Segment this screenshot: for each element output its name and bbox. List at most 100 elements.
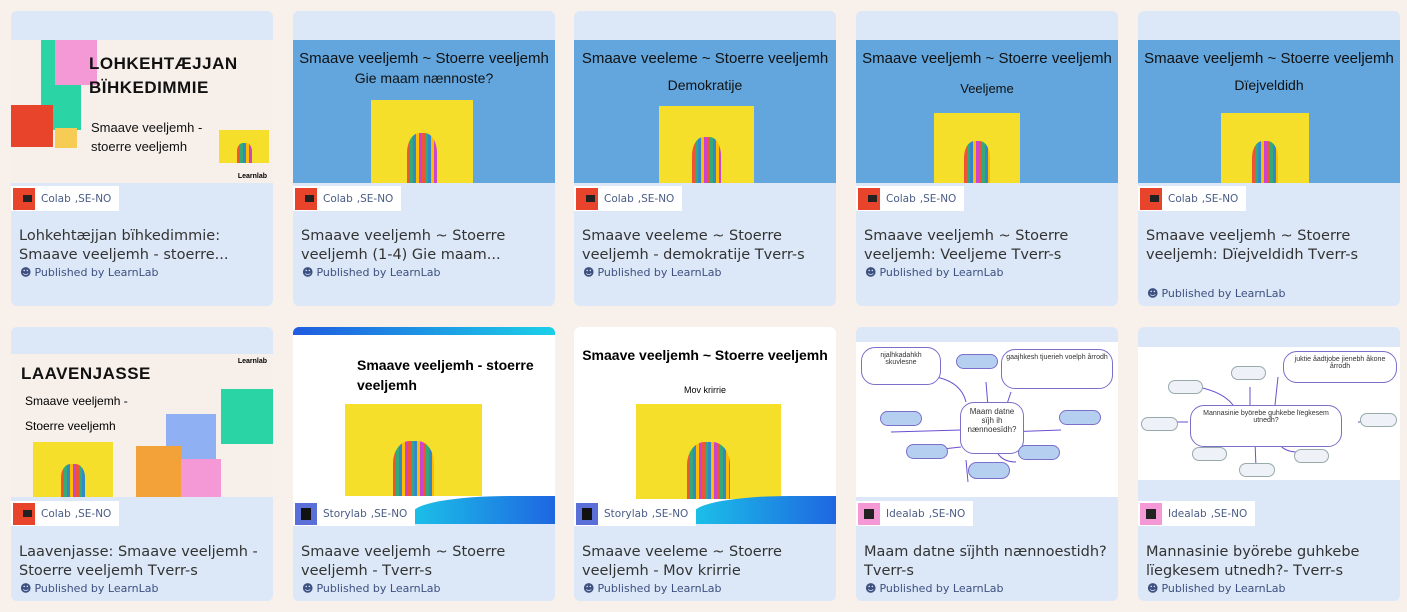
course-card[interactable]: Smaave veeljemh ~ Stoerre veeljemh Mov k… (574, 327, 836, 601)
thumb-heading: Smaave veeljemh ~ Stoerre veeljemh (862, 50, 1112, 67)
lab-badge: Colab,SE-NO (293, 186, 402, 211)
central-idea: Mannasinie byörebe guhkebe lïegkesem utn… (1190, 405, 1342, 447)
locale: ,SE-NO (928, 507, 966, 520)
publisher: Published by LearnLab (34, 582, 159, 595)
publisher: Published by LearnLab (879, 582, 1004, 595)
locale: ,SE-NO (1201, 192, 1239, 205)
course-card[interactable]: njalhkadahkh skuvlesne gaajhkesh tjuerie… (856, 327, 1118, 601)
lab-name: Storylab (323, 507, 367, 520)
published-by: ☻Published by LearnLab (583, 266, 722, 279)
lab-name: Colab (1168, 192, 1198, 205)
thumb-subtitle: Gie maam nænnoste? (354, 70, 494, 86)
central-idea: Maam datne sïjh ih nænnoesïdh? (960, 402, 1024, 454)
locale: ,SE-NO (370, 507, 408, 520)
published-by: ☻Published by LearnLab (20, 582, 159, 595)
card-title[interactable]: Maam datne sïjhth nænnoestidh? Tverr-s (864, 544, 1107, 579)
learnlab-logo: Learnlab (237, 173, 267, 180)
card-title[interactable]: Smaave veeljemh ~ Stoerre veeljemh: Dïej… (1146, 228, 1359, 263)
user-icon: ☻ (583, 266, 595, 279)
lab-name: Idealab (1168, 507, 1207, 520)
thumb-heading: Smaave veeljemh ~ Stoerre veeljemh (1144, 50, 1394, 67)
colab-icon (858, 187, 880, 210)
thumb-heading: Smaave veeljemh ~ Stoerre veeljemh (299, 50, 549, 67)
course-card[interactable]: juktie åadtjobe jienebh åkone årrodh Man… (1138, 327, 1400, 601)
locale: ,SE-NO (637, 192, 675, 205)
user-icon: ☻ (20, 582, 32, 595)
card-title[interactable]: Smaave veeljemh ~ Stoerre veeljemh - Tve… (301, 544, 506, 579)
card-thumbnail: Smaave veeljemh - stoerre veeljemh (293, 327, 555, 524)
published-by: ☻Published by LearnLab (865, 582, 1004, 595)
publisher: Published by LearnLab (316, 266, 441, 279)
published-by: ☻Published by LearnLab (865, 266, 1004, 279)
colab-icon (13, 187, 35, 210)
lab-badge: Colab,SE-NO (856, 186, 965, 211)
lab-badge: Colab,SE-NO (11, 186, 120, 211)
idealab-icon (1140, 502, 1162, 525)
user-icon: ☻ (865, 266, 877, 279)
idea-bubble: juktie åadtjobe jienebh åkone årrodh (1283, 351, 1397, 383)
lab-name: Idealab (886, 507, 925, 520)
course-card[interactable]: Smaave veeljemh - stoerre veeljemh Story… (293, 327, 555, 601)
user-icon: ☻ (302, 266, 314, 279)
lab-name: Colab (41, 192, 71, 205)
card-title[interactable]: Smaave veeljemh ~ Stoerre veeljemh: Veel… (864, 228, 1069, 263)
user-icon: ☻ (20, 266, 32, 279)
publisher: Published by LearnLab (597, 266, 722, 279)
thumb-heading: Smaave veeleme ~ Stoerre veeljemh (581, 50, 829, 67)
course-card[interactable]: LAAVENJASSE Smaave veeljemh - Stoerre ve… (11, 327, 273, 601)
card-title[interactable]: Smaave veeljemh ~ Stoerre veeljemh (1-4)… (301, 228, 506, 263)
thumb-heading: LAAVENJASSE (21, 364, 151, 383)
card-title[interactable]: Mannasinie byörebe guhkebe lïegkesem utn… (1146, 544, 1360, 579)
thumb-heading: Smaave veeljemh ~ Stoerre veeljemh (582, 347, 828, 363)
card-title[interactable]: Lohkehtæjjan bïhkedimmie: Smaave veeljem… (19, 228, 229, 263)
user-icon: ☻ (1147, 582, 1159, 595)
card-title[interactable]: Laavenjasse: Smaave veeljemh - Stoerre v… (19, 544, 258, 579)
thumb-subtitle: Demokratije (667, 77, 743, 93)
lab-badge: Storylab,SE-NO (574, 501, 697, 526)
publisher: Published by LearnLab (34, 266, 159, 279)
card-title[interactable]: Smaave veeleme ~ Stoerre veeljemh - demo… (582, 228, 805, 263)
publisher: Published by LearnLab (316, 582, 441, 595)
colab-icon (576, 187, 598, 210)
published-by: ☻Published by LearnLab (583, 582, 722, 595)
publisher: Published by LearnLab (1161, 287, 1286, 300)
lab-badge: Colab,SE-NO (574, 186, 683, 211)
card-thumbnail: LAAVENJASSE Smaave veeljemh - Stoerre ve… (11, 354, 273, 497)
published-by: ☻Published by LearnLab (1147, 287, 1286, 300)
colab-icon (13, 502, 35, 525)
locale: ,SE-NO (919, 192, 957, 205)
thumb-subtitle: Smaave veeljemh - (25, 394, 128, 408)
card-thumbnail: Smaave veeljemh ~ Stoerre veeljemh Mov k… (574, 327, 836, 524)
locale: ,SE-NO (651, 507, 689, 520)
idea-bubble: gaajhkesh tjuerieh voelph årrodh (1001, 349, 1113, 389)
storylab-icon (576, 502, 598, 525)
thumb-subtitle: Mov krirrie (684, 385, 726, 395)
published-by: ☻Published by LearnLab (302, 266, 441, 279)
thumb-subtitle-2: Stoerre veeljemh (25, 419, 116, 433)
user-icon: ☻ (583, 582, 595, 595)
locale: ,SE-NO (1210, 507, 1248, 520)
thumb-heading: Smaave veeljemh - stoerre veeljemh (357, 357, 534, 393)
thumb-heading: LOHKEHTÆJJAN BÏHKEDIMMIE (89, 54, 238, 97)
lab-name: Colab (323, 192, 353, 205)
learnlab-logo: Learnlab (237, 358, 267, 365)
publisher: Published by LearnLab (1161, 582, 1286, 595)
user-icon: ☻ (865, 582, 877, 595)
locale: ,SE-NO (74, 192, 112, 205)
idealab-icon (858, 502, 880, 525)
lab-badge: Colab,SE-NO (1138, 186, 1247, 211)
idea-bubble: njalhkadahkh skuvlesne (861, 347, 941, 385)
course-card[interactable]: LOHKEHTÆJJAN BÏHKEDIMMIE Smaave veeljemh… (11, 11, 273, 306)
colab-icon (295, 187, 317, 210)
published-by: ☻Published by LearnLab (20, 266, 159, 279)
locale: ,SE-NO (356, 192, 394, 205)
published-by: ☻Published by LearnLab (302, 582, 441, 595)
card-title[interactable]: Smaave veeleme ~ Stoerre veeljemh - Mov … (582, 544, 782, 579)
